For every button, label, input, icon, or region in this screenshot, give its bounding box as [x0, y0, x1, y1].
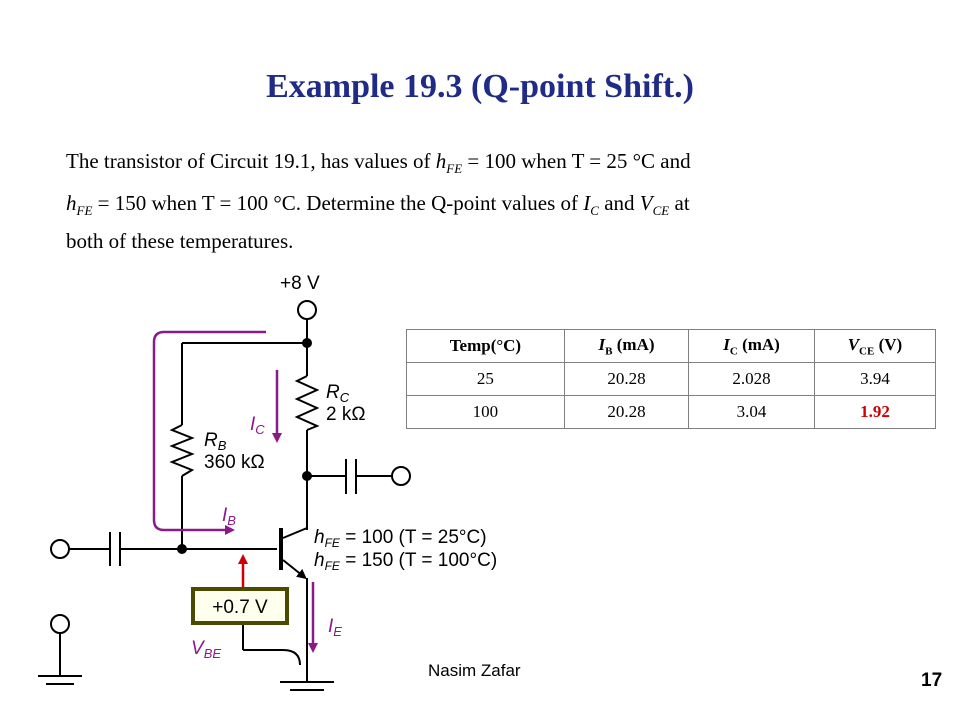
- table-row: 100 20.28 3.04 1.92: [406, 395, 937, 429]
- rc-value: 2 kΩ: [326, 404, 366, 425]
- table-header-row: Temp(°C) IB (mA) IC (mA) VCE (V): [406, 329, 937, 363]
- table-cell: 100: [406, 395, 565, 429]
- table-cell: 20.28: [563, 362, 690, 396]
- ie-label: IE: [328, 616, 342, 639]
- problem-line-1: The transistor of Circuit 19.1, has valu…: [66, 149, 691, 177]
- output-terminal: [391, 466, 411, 486]
- rb-resistor: [169, 424, 195, 477]
- transistor-emitter: [282, 559, 307, 580]
- vbe-value-label: +0.7 V: [212, 597, 268, 618]
- problem-line-3: both of these temperatures.: [66, 229, 294, 253]
- results-table: Temp(°C) IB (mA) IC (mA) VCE (V) 25 20.2…: [406, 329, 937, 429]
- highlighted-cell: 1.92: [813, 395, 937, 429]
- hfe-line-1: hFE = 100 (T = 25°C): [314, 527, 487, 550]
- ib-loop-arrow: [152, 330, 266, 535]
- vbe-box: [191, 587, 289, 625]
- transistor-collector: [282, 527, 308, 539]
- slide-title: Example 19.3 (Q-point Shift.): [266, 68, 694, 105]
- header-temp: Temp(°C): [406, 329, 565, 363]
- input-terminal: [50, 539, 70, 559]
- junction-dot: [302, 338, 312, 348]
- supply-label: +8 V: [280, 273, 320, 294]
- supply-terminal: [297, 300, 317, 320]
- page-number: 17: [921, 670, 943, 691]
- rb-label: RB: [204, 430, 227, 453]
- table-cell: 25: [406, 362, 565, 396]
- problem-line-2: hFE = 150 when T = 100 °C. Determine the…: [66, 191, 690, 219]
- rc-label: RC: [326, 382, 350, 405]
- header-ib: IB (mA): [563, 329, 690, 363]
- table-row: 25 20.28 2.028 3.94: [406, 362, 937, 396]
- table-cell: 20.28: [563, 395, 690, 429]
- ic-label: IC: [250, 414, 265, 437]
- junction-dot: [177, 544, 187, 554]
- table-cell: 3.04: [688, 395, 815, 429]
- ib-label: IB: [222, 505, 236, 528]
- rb-value: 360 kΩ: [204, 452, 265, 473]
- wire: [243, 649, 301, 666]
- vbe-label: VBE: [191, 638, 221, 661]
- rc-resistor: [294, 375, 320, 431]
- table-cell: 3.94: [813, 362, 937, 396]
- ground-terminal: [50, 614, 70, 634]
- hfe-line-2: hFE = 150 (T = 100°C): [314, 550, 497, 573]
- footer-author: Nasim Zafar: [428, 661, 521, 680]
- table-cell: 2.028: [688, 362, 815, 396]
- junction-dot: [302, 471, 312, 481]
